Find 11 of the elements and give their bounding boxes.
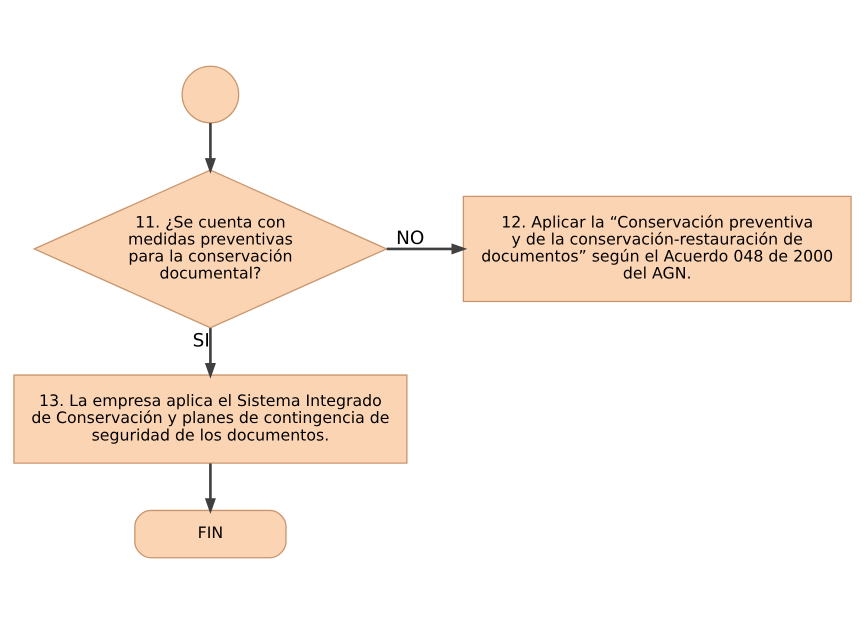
arrow [204,328,216,379]
node-box: FIN [134,510,287,558]
edge-label: SI [192,330,210,352]
node-circle [182,66,240,124]
arrow [204,122,216,174]
arrow [386,243,468,254]
node-diamond: 11. ¿Se cuenta con medidas preventivas para la conservación documental? [32,169,388,328]
node-box: 13. La empresa aplica el Sistema Integrado de Conservación y planes de contingencia de seguridad de los documentos. [13,374,408,464]
edge-label: NO [396,228,424,249]
arrow [204,464,216,514]
node-box: 12. Aplicar la “Conservación preventiva y de la conservación-restauración de documentos” según el Acuerdo 048 de 2000 del AGN. [462,196,852,302]
